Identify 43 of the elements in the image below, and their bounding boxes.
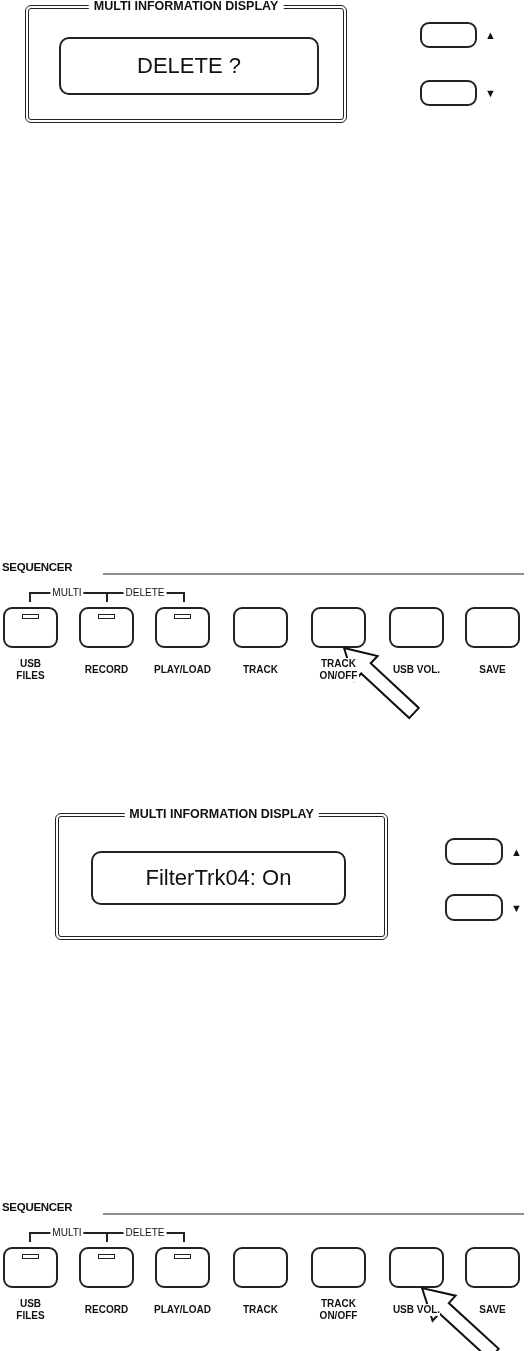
panel-button [155, 607, 210, 648]
button-label: RECORD [84, 1304, 129, 1316]
arrow-symbol: ▼ [485, 87, 496, 99]
panel-button [389, 607, 444, 648]
panel-button [311, 1247, 366, 1288]
bracket-label: DELETE [123, 587, 167, 599]
display-text: FilterTrk04: On [145, 865, 292, 891]
button-label: TRACK ON/OFF [318, 1298, 359, 1322]
button-label: USB VOL. [392, 1304, 441, 1316]
pointer-arrow [420, 1286, 501, 1351]
section-heading: SEQUENCER [2, 561, 73, 573]
panel-button [465, 607, 520, 648]
bracket-label: MULTI [50, 1227, 84, 1239]
panel-button [155, 1247, 210, 1288]
button-label: USB VOL. [392, 664, 441, 676]
display-text: DELETE ? [137, 53, 241, 79]
arrow-symbol: ▲ [511, 845, 522, 858]
button-label: SAVE [479, 664, 506, 676]
panel-button [79, 607, 134, 648]
panel-button [465, 1247, 520, 1288]
button-label: TRACK [243, 1304, 278, 1316]
button-label: PLAY/LOAD [154, 1304, 211, 1316]
panel-button [311, 607, 366, 648]
button-label: TRACK ON/OFF [318, 658, 359, 682]
button-label: PLAY/LOAD [154, 664, 211, 676]
lcd-screen [91, 851, 346, 905]
panel-title: MULTI INFORMATION DISPLAY [124, 807, 319, 821]
arrow-symbol: ▲ [485, 29, 496, 41]
button-label: TRACK [243, 664, 278, 676]
panel-title: MULTI INFORMATION DISPLAY [88, 0, 284, 13]
panel-button [79, 1247, 134, 1288]
panel-button [3, 607, 58, 648]
panel-button [389, 1247, 444, 1288]
arrow-symbol: ▼ [511, 901, 522, 914]
section-heading: SEQUENCER [2, 1201, 73, 1213]
panel-button [233, 607, 288, 648]
lcd-screen [59, 37, 319, 95]
button-label: SAVE [479, 1304, 506, 1316]
panel-button [3, 1247, 58, 1288]
button-label: RECORD [84, 664, 129, 676]
panel-button [233, 1247, 288, 1288]
bracket-label: DELETE [123, 1227, 167, 1239]
bracket-label: MULTI [50, 587, 84, 599]
